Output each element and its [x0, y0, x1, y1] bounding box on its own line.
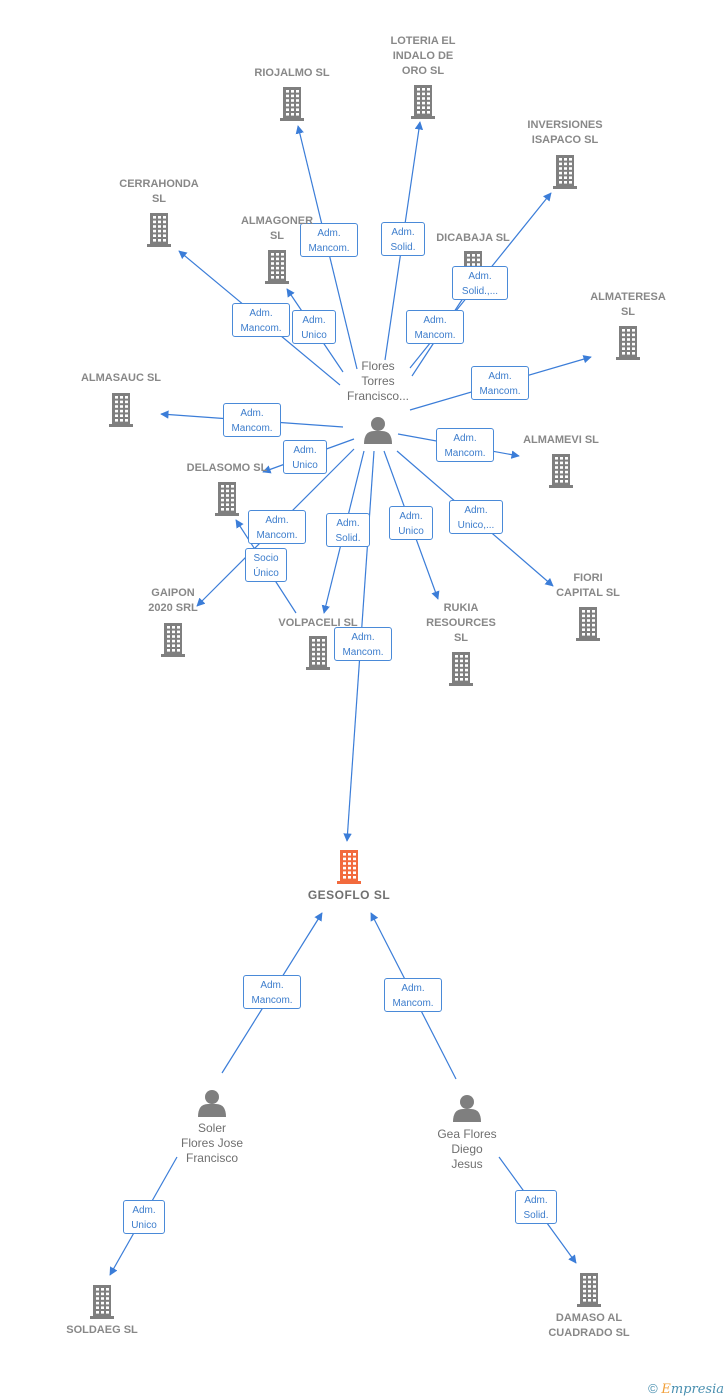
brand-logo-text: Empresia — [661, 1382, 724, 1397]
edge-label-flores-riojalmo[interactable]: Adm. Mancom. — [300, 223, 358, 257]
company-fiori-building-icon[interactable] — [576, 607, 600, 641]
edge-label-soler-gesoflo[interactable]: Adm. Mancom. — [243, 975, 301, 1009]
company-gaipon-building-icon[interactable] — [161, 623, 185, 657]
company-rukia-building-icon[interactable] — [449, 652, 473, 686]
edge-label-gea-damaso[interactable]: Adm. Solid. — [515, 1190, 557, 1224]
company-almateresa-building-icon[interactable] — [616, 326, 640, 360]
edge-label-flores-almagoner[interactable]: Adm. Unico — [292, 310, 336, 344]
edge-label-flores-loteria[interactable]: Adm. Solid. — [381, 222, 425, 256]
edge-label-flores-almateresa[interactable]: Adm. Mancom. — [471, 366, 529, 400]
company-label-rukia[interactable]: RUKIA RESOURCES SL — [426, 602, 496, 644]
edge-label-gea-gesoflo[interactable]: Adm. Mancom. — [384, 978, 442, 1012]
company-almasauc-building-icon[interactable] — [109, 393, 133, 427]
edge-label-flores-fiori[interactable]: Adm. Unico,... — [449, 500, 503, 534]
company-gesoflo-building-icon[interactable] — [337, 850, 361, 884]
edge-label-flores-inversiones[interactable]: Adm. Solid.,... — [452, 266, 508, 300]
company-label-damaso[interactable]: DAMASO AL CUADRADO SL — [548, 1312, 630, 1339]
edge-label-soler-soldaeg[interactable]: Adm. Unico — [123, 1200, 165, 1234]
company-soldaeg-building-icon[interactable] — [90, 1285, 114, 1319]
edge-label-flores-gesoflo[interactable]: Adm. Mancom. — [334, 627, 392, 661]
edge-label-flores-almasauc[interactable]: Adm. Mancom. — [223, 403, 281, 437]
edge-label-flores-delasomo[interactable]: Socio Único — [245, 548, 287, 582]
company-label-almamevi[interactable]: ALMAMEVI SL — [523, 434, 599, 446]
edges-layer — [109, 121, 592, 1276]
edge-label-flores-almamevi[interactable]: Adm. Mancom. — [436, 428, 494, 462]
person-flores-icon[interactable] — [364, 417, 392, 444]
person-gea-icon[interactable] — [453, 1095, 481, 1122]
nodes-layer — [90, 85, 640, 1319]
company-inversiones-building-icon[interactable] — [553, 155, 577, 189]
company-damaso-building-icon[interactable] — [577, 1273, 601, 1307]
company-label-volpaceli[interactable]: VOLPACELI SL — [278, 617, 358, 629]
footer-brand: © Empresia — [648, 1381, 724, 1397]
company-label-delasomo[interactable]: DELASOMO SL — [186, 462, 268, 474]
edge-label-flores-gaipon[interactable]: Adm. Mancom. — [248, 510, 306, 544]
company-almagoner-building-icon[interactable] — [265, 250, 289, 284]
company-label-soldaeg[interactable]: SOLDAEG SL — [66, 1324, 138, 1336]
company-label-gaipon[interactable]: GAIPON 2020 SRL — [148, 587, 198, 614]
person-label-soler[interactable]: Soler Flores Jose Francisco — [180, 1121, 244, 1165]
copyright-symbol: © — [648, 1381, 658, 1396]
company-label-fiori[interactable]: FIORI CAPITAL SL — [556, 572, 620, 599]
company-label-riojalmo[interactable]: RIOJALMO SL — [254, 67, 330, 79]
edge-label-flores-rukia[interactable]: Adm. Unico — [389, 506, 433, 540]
edge-label-flores-dicabaja[interactable]: Adm. Mancom. — [406, 310, 464, 344]
company-almamevi-building-icon[interactable] — [549, 454, 573, 488]
company-cerrahonda-building-icon[interactable] — [147, 213, 171, 247]
company-delasomo-building-icon[interactable] — [215, 482, 239, 516]
company-label-almagoner[interactable]: ALMAGONER SL — [240, 215, 314, 242]
company-label-gesoflo[interactable]: GESOFLO SL — [307, 888, 391, 902]
person-soler-icon[interactable] — [198, 1090, 226, 1117]
company-label-almateresa[interactable]: ALMATERESA SL — [590, 291, 666, 318]
company-label-dicabaja[interactable]: DICABAJA SL — [436, 232, 510, 244]
company-riojalmo-building-icon[interactable] — [280, 87, 304, 121]
edge-label-flores-cerrahonda[interactable]: Adm. Mancom. — [232, 303, 290, 337]
company-volpaceli-building-icon[interactable] — [306, 636, 330, 670]
edge-label-flores-volpaceli[interactable]: Adm. Solid. — [326, 513, 370, 547]
company-label-cerrahonda[interactable]: CERRAHONDA SL — [119, 178, 199, 205]
company-label-loteria[interactable]: LOTERIA EL INDALO DE ORO SL — [390, 35, 456, 77]
company-loteria-building-icon[interactable] — [411, 85, 435, 119]
person-label-flores[interactable]: Flores Torres Francisco... — [346, 359, 410, 403]
company-label-almasauc[interactable]: ALMASAUC SL — [80, 372, 162, 384]
company-label-inversiones[interactable]: INVERSIONES ISAPACO SL — [527, 119, 603, 146]
edge-label-flores-delasomo[interactable]: Adm. Unico — [283, 440, 327, 474]
person-label-gea[interactable]: Gea Flores Diego Jesus — [437, 1127, 497, 1171]
